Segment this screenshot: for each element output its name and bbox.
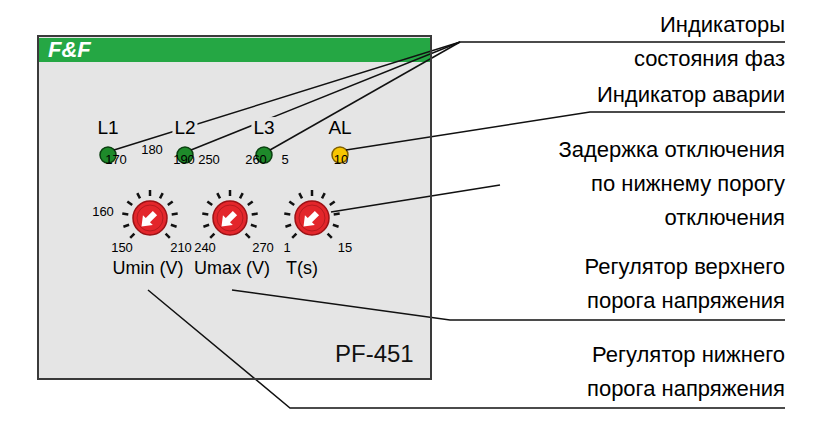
knob-arrow (299, 208, 322, 231)
phase-label: L3 (251, 117, 276, 139)
phase-label: L1 (97, 117, 118, 139)
scale-ticks (122, 190, 339, 238)
scale-tick (149, 190, 152, 196)
scale-tick (203, 225, 209, 227)
header-bar (39, 38, 430, 62)
scale-tick (240, 193, 243, 198)
scale-tick (299, 193, 302, 198)
scale-value: 250 (198, 153, 220, 168)
callout-text: Индикатор аварии (525, 80, 785, 110)
scale-tick (251, 225, 257, 227)
callout-text: Индикаторы состояния фаз (585, 8, 785, 76)
scale-value: 170 (105, 153, 127, 168)
scale-tick (130, 234, 134, 238)
knob-body (295, 201, 329, 235)
scale-tick (311, 190, 314, 196)
scale-tick (217, 193, 220, 198)
scale-value: 15 (338, 241, 352, 256)
scale-tick (292, 234, 296, 238)
scale-tick (172, 214, 178, 215)
scale-tick (137, 193, 140, 198)
scale-tick (207, 202, 212, 206)
scale-value: 150 (111, 241, 133, 256)
scale-tick (122, 214, 128, 215)
panel-face (37, 35, 432, 380)
scale-tick (328, 234, 332, 238)
scale-tick (252, 214, 258, 215)
scale-value: 1 (283, 241, 290, 256)
scale-tick (166, 234, 170, 238)
knob-label: Umin (V) (113, 258, 184, 279)
phase-label: L2 (172, 117, 197, 139)
scale-value: 10 (334, 153, 348, 168)
scale-value: 160 (92, 205, 114, 220)
scale-tick (123, 225, 129, 227)
scale-tick (246, 234, 250, 238)
leader-lines (114, 42, 785, 408)
knob-label: Umax (V) (194, 258, 270, 279)
scale-tick (284, 214, 290, 215)
logo-text: F&F (48, 37, 91, 63)
knob-arrow (137, 208, 160, 231)
scale-tick (334, 214, 340, 215)
knob-arrow (217, 208, 240, 231)
knob-ring (217, 205, 243, 231)
scale-tick (160, 193, 163, 198)
model-name: PF-451 (335, 340, 414, 368)
scale-tick (127, 202, 132, 206)
scale-tick (171, 225, 177, 227)
knob-body (213, 201, 247, 235)
scale-tick (168, 202, 173, 206)
scale-tick (289, 202, 294, 206)
leader-line (331, 185, 500, 212)
scale-tick (285, 225, 291, 227)
knob-ring (137, 205, 163, 231)
scale-value: 240 (194, 241, 216, 256)
scale-value: 270 (252, 241, 274, 256)
callout-text: Регулятор верхнего порога напряжения (525, 250, 785, 318)
knob (295, 201, 329, 235)
knob-ring (299, 205, 325, 231)
knob-body (133, 201, 167, 235)
knob-label: T(s) (286, 258, 318, 279)
knob (133, 201, 167, 235)
scale-value: 5 (281, 153, 288, 168)
scale-value: 180 (141, 143, 163, 158)
scale-value: 210 (170, 241, 192, 256)
knob (213, 201, 247, 235)
scale-value: 190 (173, 153, 195, 168)
scale-tick (248, 202, 253, 206)
alarm-label: AL (328, 117, 351, 139)
scale-tick (210, 234, 214, 238)
leader-line (191, 42, 460, 150)
scale-tick (322, 193, 325, 198)
callout-text: Задержка отключения по нижнему порогу от… (545, 133, 785, 235)
scale-tick (229, 190, 232, 196)
scale-tick (333, 225, 339, 227)
callout-text: Регулятор нижнего порога напряжения (525, 338, 785, 406)
scale-tick (202, 214, 208, 215)
scale-tick (330, 202, 335, 206)
scale-value: 260 (245, 153, 267, 168)
